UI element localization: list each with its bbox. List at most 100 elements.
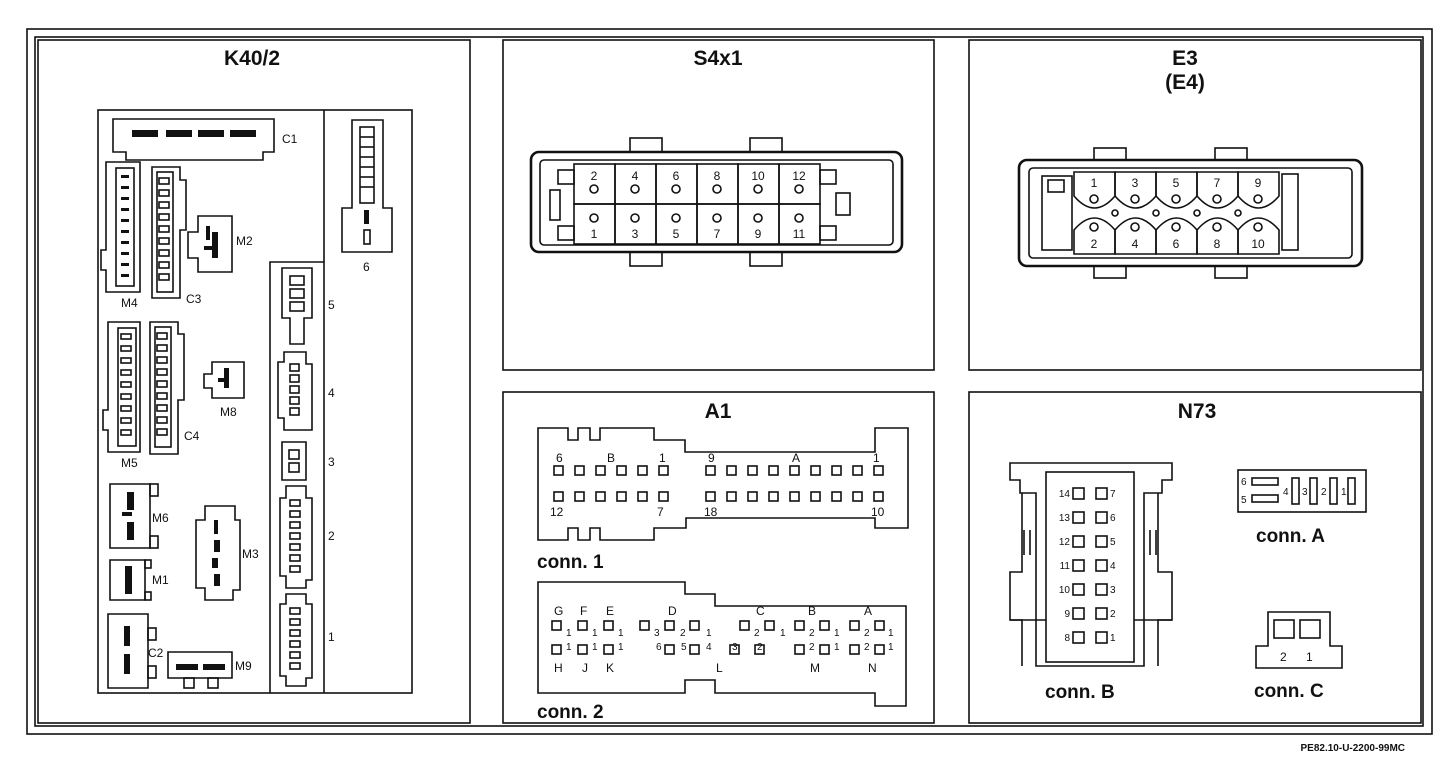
e3-center-dot bbox=[1193, 209, 1201, 217]
s4x1-pin-label: 5 bbox=[673, 227, 680, 241]
n73-b-pin-square bbox=[1072, 631, 1085, 644]
s4x1-pin-contact bbox=[712, 184, 722, 194]
a1-c2-pin-letter: A bbox=[864, 604, 872, 618]
plug-3: 3 bbox=[281, 441, 335, 481]
a1-c1-pin-square bbox=[595, 491, 606, 502]
e3-cell bbox=[1237, 171, 1280, 209]
e3-pin-label: 5 bbox=[1173, 176, 1180, 190]
s4x1-pin-label: 7 bbox=[714, 227, 721, 241]
e3-pin-contact bbox=[1171, 194, 1181, 204]
n73-b-pin-label: 8 bbox=[1064, 633, 1070, 644]
e3-pin-contact bbox=[1171, 222, 1181, 232]
inner-frame bbox=[34, 36, 1424, 727]
panel-k40-2: K40/2 C1 M4 bbox=[37, 39, 471, 724]
a1-c2-pin-square bbox=[849, 644, 860, 655]
a1-c1-pin-square bbox=[616, 465, 627, 476]
n73-c-pin-2: 2 bbox=[1280, 650, 1287, 664]
label-m4: M4 bbox=[121, 296, 138, 310]
s4x1-pin-label: 4 bbox=[632, 169, 639, 183]
a1-c2-pin-digit: 2 bbox=[864, 628, 870, 639]
a1-c2-pin-square bbox=[739, 620, 750, 631]
a1-c1-pin-square bbox=[658, 465, 669, 476]
a1-c2-pin-digit: 2 bbox=[757, 642, 763, 653]
a1-c2-pin-letter: C bbox=[756, 604, 765, 618]
a1-c2-pin-digit: 2 bbox=[864, 642, 870, 653]
a1-c1-pin-label: 10 bbox=[871, 505, 885, 519]
relay-box-outline bbox=[97, 109, 413, 694]
plug-6: 6 bbox=[341, 119, 393, 274]
a1-c1-pin-label: 6 bbox=[556, 451, 563, 465]
label-plug-1: 1 bbox=[328, 630, 335, 644]
outer-frame bbox=[26, 28, 1433, 735]
e3-pin-contact bbox=[1089, 194, 1099, 204]
a1-c2-pin-letter: M bbox=[810, 661, 820, 675]
a1-c1-pin-square bbox=[637, 465, 648, 476]
a1-c2-pin-square bbox=[819, 620, 830, 631]
n73-b-pin-label: 3 bbox=[1110, 585, 1116, 596]
n73-b-pin-square bbox=[1072, 487, 1085, 500]
n73-c-pin-1: 1 bbox=[1306, 650, 1313, 664]
s4x1-pin-contact bbox=[589, 213, 599, 223]
n73-b-pin-label: 1 bbox=[1110, 633, 1116, 644]
a1-conn-2-outline bbox=[537, 581, 907, 707]
a1-c1-pin-label: 9 bbox=[708, 451, 715, 465]
a1-c2-pin-digit: 3 bbox=[654, 628, 660, 639]
s4x1-pin-contact bbox=[589, 184, 599, 194]
caption-n73-conn-b: conn. B bbox=[1045, 682, 1115, 703]
relay-m6: M6 bbox=[109, 483, 169, 549]
e3-center-dot bbox=[1234, 209, 1242, 217]
a1-c2-pin-digit: 1 bbox=[566, 628, 572, 639]
n73-b-pin-label: 7 bbox=[1110, 489, 1116, 500]
a1-c2-pin-square bbox=[689, 644, 700, 655]
n73-b-pin-square bbox=[1095, 487, 1108, 500]
label-plug-3: 3 bbox=[328, 455, 335, 469]
s4x1-pin-contact bbox=[794, 184, 804, 194]
n73-b-pin-square bbox=[1095, 631, 1108, 644]
a1-c1-pin-square bbox=[726, 491, 737, 502]
a1-c2-pin-digit: 5 bbox=[681, 642, 687, 653]
n73-b-pin-label: 4 bbox=[1110, 561, 1116, 572]
a1-c1-pin-square bbox=[810, 465, 821, 476]
a1-c1-pin-square bbox=[852, 465, 863, 476]
plug-1: 1 bbox=[279, 593, 335, 687]
s4x1-pin-label: 10 bbox=[751, 169, 765, 183]
a1-c2-pin-square bbox=[603, 620, 614, 631]
a1-c2-pin-square bbox=[577, 620, 588, 631]
a1-c1-pin-label: 12 bbox=[550, 505, 564, 519]
a1-c2-pin-square bbox=[689, 620, 700, 631]
label-m8: M8 bbox=[220, 405, 237, 419]
a1-c2-pin-digit: 1 bbox=[888, 628, 894, 639]
s4x1-pin-label: 6 bbox=[673, 169, 680, 183]
n73-b-pin-square bbox=[1095, 559, 1108, 572]
a1-c2-pin-digit: 2 bbox=[809, 642, 815, 653]
caption-a1-conn-1: conn. 1 bbox=[537, 552, 604, 573]
a1-c2-pin-square bbox=[874, 620, 885, 631]
a1-c2-pin-letter: H bbox=[554, 661, 563, 675]
e3-pin-contact bbox=[1212, 194, 1222, 204]
e3-pin-label: 2 bbox=[1091, 237, 1098, 251]
a1-c1-pin-square bbox=[747, 465, 758, 476]
e3-pin-contact bbox=[1212, 222, 1222, 232]
s4x1-pin-label: 12 bbox=[792, 169, 806, 183]
label-m6: M6 bbox=[152, 511, 169, 525]
a1-c2-pin-square bbox=[849, 620, 860, 631]
label-c4: C4 bbox=[184, 429, 200, 443]
plug-5: 5 bbox=[281, 267, 335, 345]
n73-b-pin-label: 9 bbox=[1064, 609, 1070, 620]
s4x1-cell bbox=[778, 203, 821, 245]
a1-c1-pin-square bbox=[852, 491, 863, 502]
n73-b-pin-label: 14 bbox=[1059, 489, 1071, 500]
s4x1-pin-contact bbox=[630, 213, 640, 223]
relay-m3: M3 bbox=[195, 505, 259, 601]
a1-c1-pin-square bbox=[595, 465, 606, 476]
panel-title-s4x1: S4x1 bbox=[693, 47, 742, 70]
a1-c1-pin-square bbox=[810, 491, 821, 502]
